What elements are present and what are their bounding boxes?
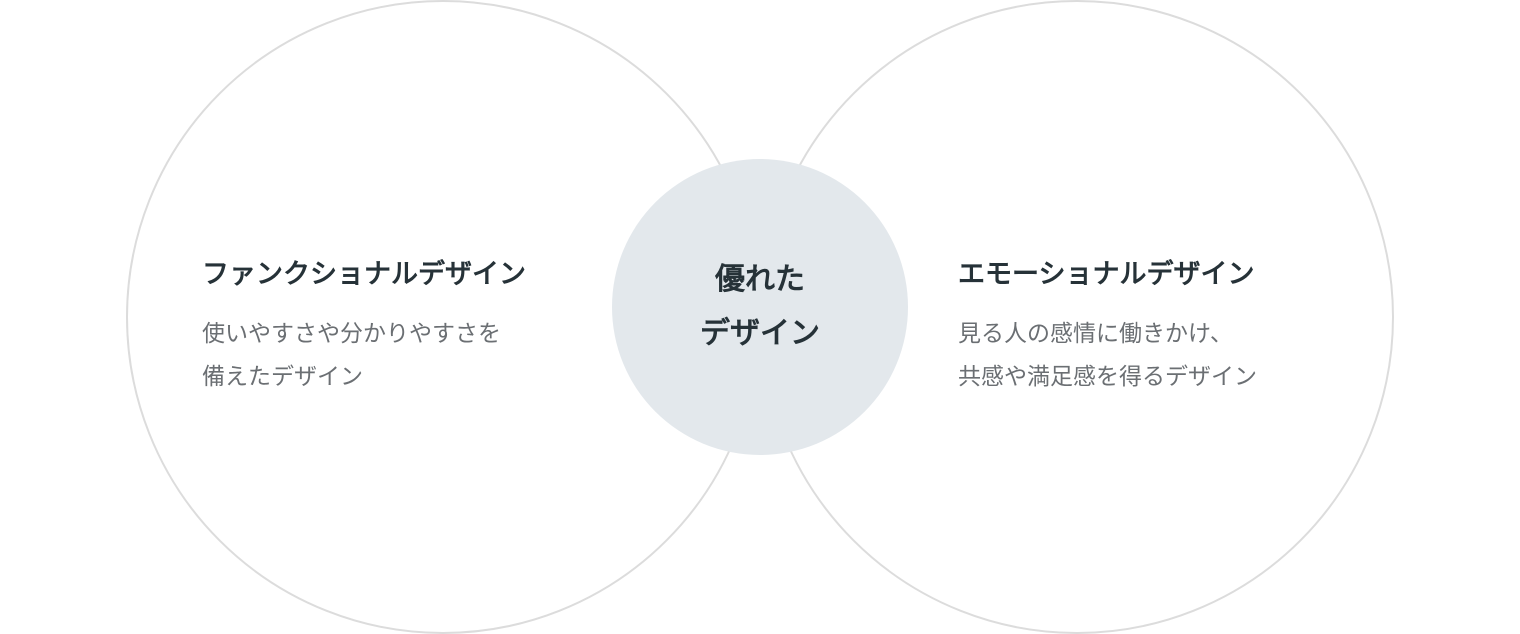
functional-design-desc-line-1: 使いやすさや分かりやすさを: [202, 321, 501, 347]
core-label-line-2: デザイン: [700, 316, 820, 351]
functional-design-title: ファンクショナルデザイン: [202, 259, 526, 290]
emotional-design-desc-line-1: 見る人の感情に働きかけ、: [958, 321, 1233, 347]
functional-design-block: ファンクショナルデザイン 使いやすさや分かりやすさを 備えたデザイン: [202, 252, 526, 399]
excellent-design-circle: 優れた デザイン: [612, 159, 908, 455]
core-label-line-1: 優れた: [715, 262, 805, 297]
emotional-design-desc-line-2: 共感や満足感を得るデザイン: [958, 364, 1257, 390]
emotional-design-title: エモーショナルデザイン: [958, 259, 1255, 290]
emotional-design-block: エモーショナルデザイン 見る人の感情に働きかけ、 共感や満足感を得るデザイン: [958, 252, 1257, 399]
functional-design-desc-line-2: 備えたデザイン: [202, 364, 363, 390]
